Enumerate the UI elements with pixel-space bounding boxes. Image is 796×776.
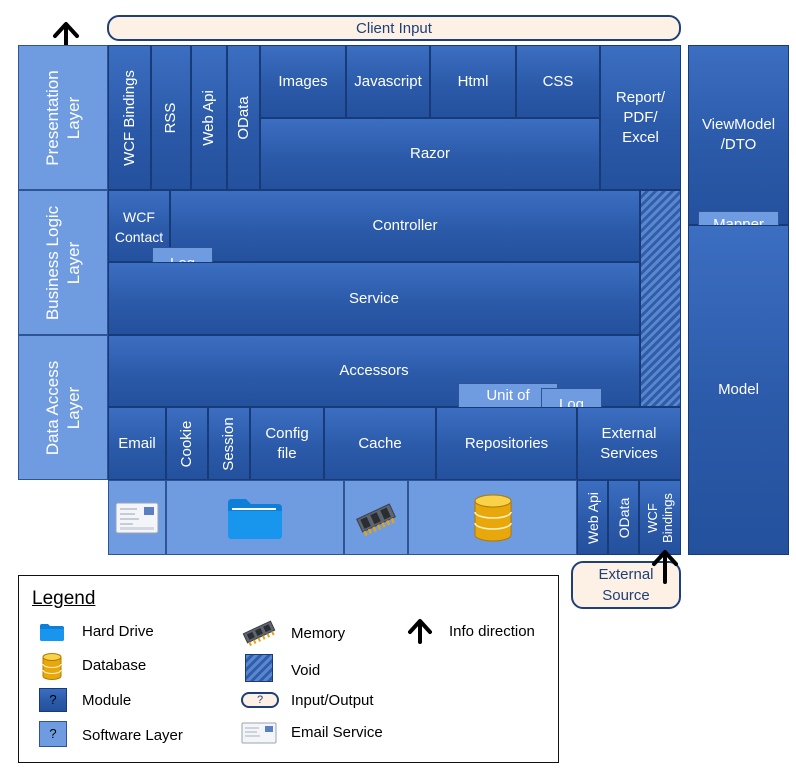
email-service-cell bbox=[108, 480, 166, 555]
legend-io-swatch: ? bbox=[241, 692, 279, 708]
email-icon bbox=[241, 722, 277, 744]
database-icon bbox=[473, 494, 512, 541]
email-icon bbox=[115, 502, 159, 533]
web-api-module: Web Api bbox=[191, 45, 227, 190]
folder-icon bbox=[228, 498, 282, 539]
email-module: Email bbox=[108, 407, 166, 480]
arrow-up-icon bbox=[408, 619, 432, 644]
config-file-module: Config file bbox=[250, 407, 324, 480]
legend-input-output: Input/Output bbox=[291, 692, 374, 709]
data-access-layer-label: Data Access Layer bbox=[18, 335, 108, 480]
legend-email-service: Email Service bbox=[291, 724, 383, 741]
database-cell bbox=[408, 480, 577, 555]
void-region bbox=[640, 190, 681, 407]
legend-void-swatch bbox=[245, 654, 273, 682]
memory-chip-icon bbox=[356, 502, 396, 536]
memory-cell bbox=[344, 480, 408, 555]
legend: Legend Hard Drive Database ? Module ? So… bbox=[18, 575, 559, 763]
rss-module: RSS bbox=[151, 45, 191, 190]
razor-module: Razor bbox=[260, 118, 600, 190]
odata-module: OData bbox=[227, 45, 260, 190]
wcf-bindings-module: WCF Bindings bbox=[108, 45, 151, 190]
images-module: Images bbox=[260, 45, 346, 118]
bottom-web-api-module: Web Api bbox=[577, 480, 608, 555]
viewmodel-dto-module: ViewModel /DTO bbox=[688, 45, 789, 225]
javascript-module: Javascript bbox=[346, 45, 430, 118]
folder-icon bbox=[40, 624, 64, 641]
legend-module: Module bbox=[82, 692, 132, 709]
cache-module: Cache bbox=[324, 407, 436, 480]
cookie-module: Cookie bbox=[166, 407, 208, 480]
service-module: Service bbox=[108, 262, 640, 335]
legend-module-swatch: ? bbox=[39, 688, 67, 712]
legend-database: Database bbox=[82, 657, 147, 674]
bottom-wcf-bindings-module: WCF Bindings bbox=[639, 480, 681, 555]
legend-software-layer-swatch: ? bbox=[39, 721, 67, 747]
memory-chip-icon bbox=[242, 620, 276, 646]
external-source: External Source bbox=[571, 561, 681, 609]
legend-info-direction: Info direction bbox=[449, 623, 535, 640]
arrow-up-icon bbox=[651, 548, 679, 584]
business-logic-layer-label: Business Logic Layer bbox=[18, 190, 108, 335]
presentation-layer-label: Presentation Layer bbox=[18, 45, 108, 190]
database-icon bbox=[42, 653, 62, 680]
model-module: Model bbox=[688, 225, 789, 555]
controller-module: Controller bbox=[170, 190, 640, 262]
html-module: Html bbox=[430, 45, 516, 118]
css-module: CSS bbox=[516, 45, 600, 118]
legend-void: Void bbox=[291, 662, 321, 679]
report-module: Report/ PDF/ Excel bbox=[600, 45, 681, 190]
hard-drive-cell bbox=[166, 480, 344, 555]
client-input: Client Input bbox=[107, 15, 681, 41]
legend-software-layer: Software Layer bbox=[82, 727, 183, 744]
legend-memory: Memory bbox=[291, 625, 346, 642]
repositories-module: Repositories bbox=[436, 407, 577, 480]
bottom-odata-module: OData bbox=[608, 480, 639, 555]
external-services-module: External Services bbox=[577, 407, 681, 480]
wcf-contact-module: WCF Contact bbox=[108, 190, 170, 262]
legend-hard-drive: Hard Drive bbox=[82, 623, 154, 640]
legend-title: Legend bbox=[32, 588, 96, 609]
session-module: Session bbox=[208, 407, 250, 480]
